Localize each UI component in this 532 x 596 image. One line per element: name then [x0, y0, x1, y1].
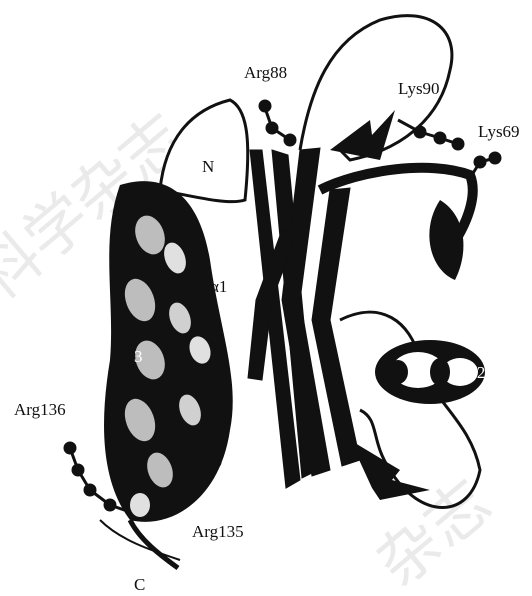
- label-arg135: Arg135: [192, 522, 244, 541]
- top-loop-arrow: [330, 110, 395, 160]
- label-arg136: Arg136: [14, 400, 66, 419]
- label-c-terminus: C: [134, 575, 145, 594]
- label-lys69: Lys69: [478, 122, 520, 141]
- label-helix-marker: 3: [134, 347, 143, 366]
- right-lobe-loop: [429, 200, 463, 280]
- n-terminal-loop: [160, 100, 248, 202]
- label-alpha2: α2: [468, 363, 485, 382]
- right-lower-arrow: [350, 440, 430, 500]
- label-arg88: Arg88: [244, 63, 287, 82]
- c-terminal-tail-2: [100, 520, 180, 560]
- alpha1-helix: [104, 181, 233, 522]
- label-alpha1: α1: [210, 277, 227, 296]
- arg88-side-chain: [260, 101, 295, 145]
- label-lys90: Lys90: [398, 79, 440, 98]
- label-n-terminus: N: [202, 157, 214, 176]
